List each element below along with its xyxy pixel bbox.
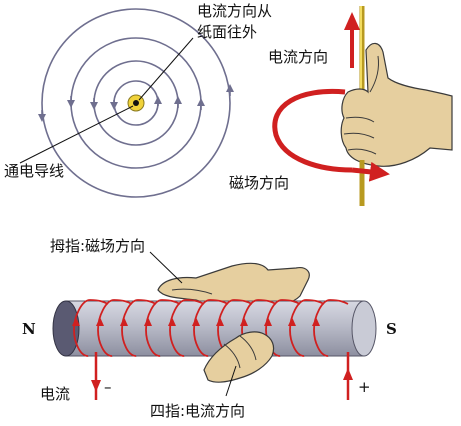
coil-front <box>73 299 349 357</box>
coil-arrows <box>72 317 320 326</box>
current-out-dot <box>133 100 139 106</box>
thumb-line <box>171 288 213 295</box>
label-thumb-field: 拇指:磁场方向 <box>50 237 145 255</box>
finger-line <box>347 148 377 155</box>
field-loop-front <box>351 161 390 182</box>
label-current-out-line2: 纸面往外 <box>197 23 257 41</box>
current-arrow-up-head <box>344 12 360 30</box>
lead-wire-right-arrow <box>343 368 353 380</box>
thumb-crease <box>369 55 379 93</box>
label-current-out-line1: 电流方向从 <box>197 2 272 20</box>
leader-line-thumb <box>149 251 183 284</box>
label-current-direction: 电流方向 <box>268 48 328 66</box>
field-loop-back <box>272 88 353 173</box>
label-wire: 通电导线 <box>4 162 64 180</box>
solenoid-end-cap-left <box>52 300 80 357</box>
label-field-direction: 磁场方向 <box>229 174 289 192</box>
finger-line <box>223 343 241 369</box>
leader-line-fingers <box>225 365 237 397</box>
hand-fist <box>340 42 453 167</box>
label-south: S <box>386 320 397 338</box>
label-plus: + <box>358 378 371 396</box>
finger-line <box>343 132 375 139</box>
leader-line-wire <box>19 105 134 164</box>
finger-line <box>345 116 375 123</box>
solenoid-end-cap-right <box>351 300 377 357</box>
finger-line <box>239 335 257 361</box>
label-north: N <box>22 320 36 338</box>
label-fingers-current: 四指:电流方向 <box>150 402 245 420</box>
thumb-hand <box>157 262 310 307</box>
label-minus: – <box>104 378 112 396</box>
field-circles-group <box>19 8 234 198</box>
lead-wire-left-arrow <box>91 380 101 392</box>
label-current: 电流 <box>40 385 70 403</box>
fingers-hand <box>203 331 275 383</box>
field-circle-outer <box>41 8 231 198</box>
solenoid-group <box>52 251 377 400</box>
hand-wire-group <box>272 6 453 206</box>
leader-line-current-out <box>138 37 194 101</box>
